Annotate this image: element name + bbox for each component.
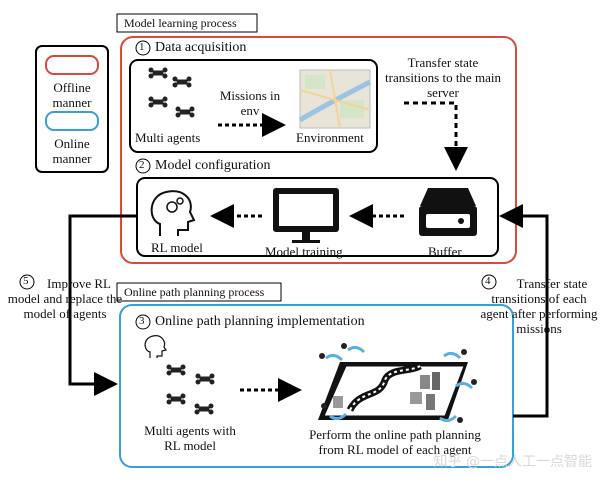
legend-box (35, 45, 109, 173)
multi-agents-drones-icon (148, 67, 195, 118)
improve-model-arrow (68, 214, 137, 396)
step-2-circle (135, 158, 151, 174)
online-planning-title: Online path planning process (124, 285, 265, 299)
missions-label: Missions in env (219, 88, 281, 118)
online-agents-drones-icon (166, 364, 215, 415)
rl-model-label: RL model (151, 240, 203, 255)
multi-agents-label: Multi agents (135, 130, 201, 145)
online-planning-title-box (116, 282, 282, 302)
model-training-label: Model training (265, 244, 343, 259)
watermark: 知乎 @一点人工一点智能 (433, 454, 592, 470)
step-4-circle (481, 274, 497, 290)
step-3-number: 3 (139, 315, 145, 327)
offline-swatch (45, 55, 99, 75)
step-5-number: 5 (23, 275, 29, 287)
step-4-number: 4 (485, 275, 491, 287)
monitor-icon (273, 188, 339, 243)
online-implementation-title: Online path planning implementation (155, 314, 365, 329)
model-configuration-title: Model configuration (155, 158, 271, 173)
environment-label: Environment (296, 130, 364, 145)
rl-model-head-icon (150, 190, 196, 236)
perform-planning-label: Perform the online path planning from RL… (309, 427, 481, 457)
transfer-each-agent-arrow (499, 204, 549, 418)
step-1-number: 1 (139, 41, 145, 53)
step-2-number: 2 (139, 159, 145, 171)
step-1-circle (135, 40, 151, 56)
model-learning-title: Model learning process (124, 16, 237, 30)
small-head-icon (144, 335, 167, 358)
transfer-to-server-arrow (404, 101, 468, 171)
buffer-label: Buffer (428, 244, 462, 259)
path-planning-scene-icon (318, 343, 477, 423)
step-3-circle (135, 314, 151, 330)
transfer-each-agent-label: Transfer state transitions of each agent… (480, 276, 598, 336)
online-agents-label: Multi agents with RL model (144, 423, 236, 453)
environment-map-icon (298, 69, 372, 129)
buffer-icon (419, 188, 477, 236)
step-5-circle (19, 274, 35, 290)
online-planning-box (119, 304, 514, 468)
improve-rl-label: Improve RL model and replace the model o… (7, 276, 123, 321)
model-learning-title-box (116, 13, 258, 33)
transfer-to-server-label: Transfer state transitions to the main s… (385, 55, 501, 100)
online-swatch (45, 111, 99, 131)
offline-manner-label: Offline manner (52, 80, 92, 110)
data-acquisition-title: Data acquisition (155, 40, 247, 55)
online-manner-label: Online manner (52, 136, 92, 166)
